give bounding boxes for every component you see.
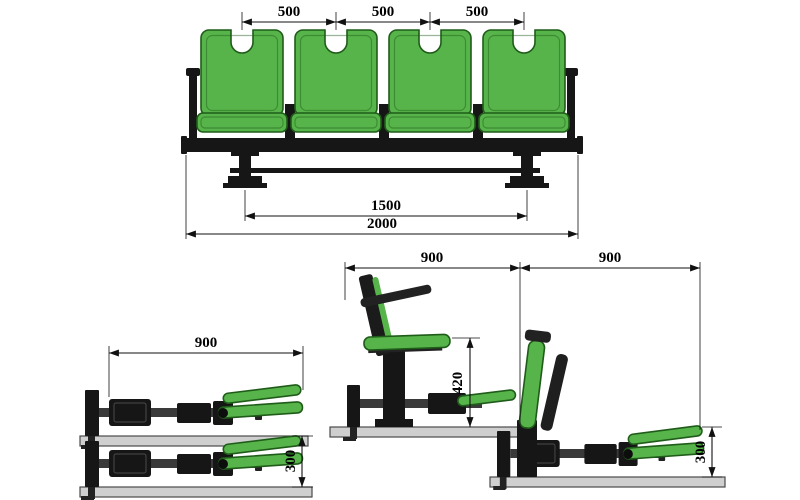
seat-front-4 bbox=[478, 29, 570, 133]
post bbox=[567, 74, 575, 140]
seat-front-3 bbox=[384, 29, 476, 133]
dim-label-row-depth-2: 900 bbox=[599, 250, 622, 266]
left-dimensions: 900 300 bbox=[108, 335, 313, 488]
dim-label-support-span: 1500 bbox=[371, 198, 401, 214]
armrest-bar bbox=[360, 284, 432, 308]
open-seat bbox=[343, 274, 517, 441]
seat-pan-open bbox=[363, 333, 451, 351]
dim-label-seat-pitch-3: 500 bbox=[466, 4, 489, 20]
step-lower bbox=[79, 486, 313, 498]
mounting-beam bbox=[184, 138, 580, 152]
pedestal-stem bbox=[521, 152, 533, 176]
floor-pedestal-right bbox=[505, 150, 549, 188]
pedestal-base-plate bbox=[505, 183, 549, 188]
pedestal-stem bbox=[239, 152, 251, 176]
dim-label-step-rise-right: 300 bbox=[693, 441, 709, 464]
front-dimensions: 500 500 500 1500 2000 bbox=[185, 4, 579, 239]
pedestal bbox=[383, 350, 405, 427]
riser-bracket-foot bbox=[343, 437, 356, 441]
dim-label-seat-pitch-1: 500 bbox=[278, 4, 301, 20]
mechanism-box bbox=[428, 393, 466, 414]
tie-bar bbox=[230, 168, 540, 173]
dim-label-seat-pitch-2: 500 bbox=[372, 4, 395, 20]
half-folded-seat bbox=[517, 329, 568, 477]
armrest-post-right bbox=[564, 68, 578, 140]
pedestal-foot bbox=[375, 419, 413, 427]
dim-label-seat-depth: 900 bbox=[195, 335, 218, 351]
inter-seat-clamp-3 bbox=[473, 104, 483, 140]
riser-bracket-tab bbox=[350, 427, 357, 439]
beam-end-cap-left bbox=[181, 136, 187, 154]
seat-front-2 bbox=[290, 29, 382, 133]
pedestal-base-plate bbox=[223, 183, 267, 188]
pedestal-base bbox=[510, 176, 544, 183]
folding-backrest bbox=[518, 339, 546, 429]
backrest-cushion bbox=[372, 276, 394, 350]
step-upper bbox=[79, 435, 309, 447]
dim-label-seat-height: 420 bbox=[450, 372, 466, 395]
armrest-post-left bbox=[186, 68, 200, 140]
seat-front-1 bbox=[196, 29, 288, 133]
folding-pan bbox=[540, 354, 568, 431]
support-rail bbox=[360, 399, 482, 408]
folded-lever bbox=[457, 389, 517, 407]
dim-label-step-rise: 300 bbox=[283, 450, 299, 473]
pedestal-base bbox=[228, 176, 262, 183]
step-upper-right bbox=[329, 426, 524, 438]
side-view-folded: 900 300 bbox=[79, 335, 313, 500]
post bbox=[189, 74, 197, 140]
folding-top-cap bbox=[524, 329, 552, 343]
inter-seat-clamp-1 bbox=[285, 104, 295, 140]
right-dimensions: 900 900 420 300 bbox=[344, 250, 722, 478]
front-view: 500 500 500 1500 2000 bbox=[181, 4, 583, 239]
side-view-open: 900 900 420 300 bbox=[329, 250, 726, 491]
inter-seat-clamp-2 bbox=[379, 104, 389, 140]
step-lower-right bbox=[489, 476, 726, 488]
dim-label-row-depth-1: 900 bbox=[421, 250, 444, 266]
backrest-frame bbox=[358, 274, 390, 357]
beam-end-cap-right bbox=[577, 136, 583, 154]
riser-bracket bbox=[347, 385, 360, 427]
floor-pedestal-left bbox=[223, 150, 267, 188]
dim-label-total-width: 2000 bbox=[367, 216, 397, 232]
pedestal bbox=[517, 420, 537, 477]
